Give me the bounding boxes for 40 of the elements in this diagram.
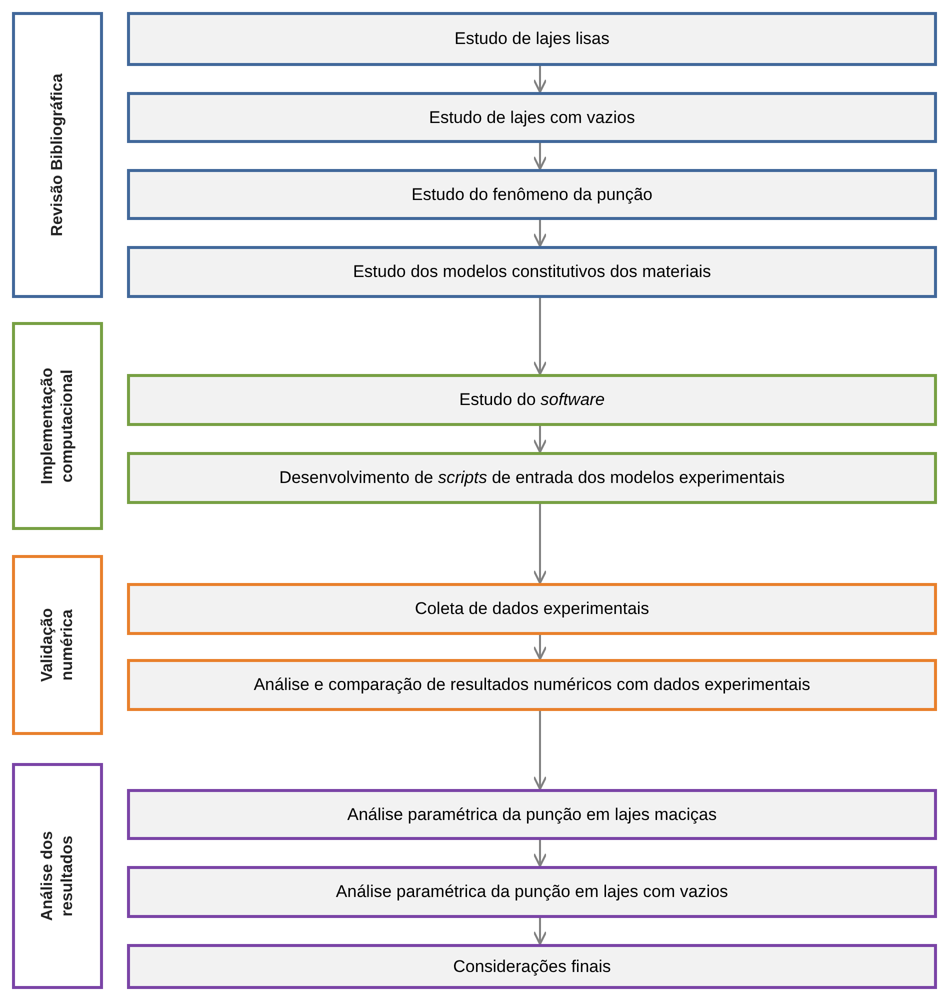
step-label: Coleta de dados experimentais	[414, 598, 650, 620]
phase-label: Validação numérica	[38, 607, 76, 684]
step-label: Estudo do fenômeno da punção	[411, 184, 653, 206]
phase-label: Análise dos resultados	[38, 830, 76, 923]
step-label: Estudo de lajes lisas	[454, 28, 610, 50]
arrow	[533, 298, 547, 375]
phase-box	[12, 322, 103, 530]
arrow	[533, 66, 547, 93]
step-label: Estudo dos modelos constitutivos dos materiais	[352, 261, 712, 284]
step-box	[127, 12, 937, 66]
arrow	[533, 635, 547, 660]
arrow	[533, 220, 547, 247]
step-box	[127, 452, 937, 504]
step-label: Considerações finais	[453, 956, 611, 978]
step-box	[127, 944, 937, 989]
step-label: Estudo do software	[459, 389, 605, 412]
arrow	[533, 426, 547, 453]
step-box	[127, 866, 937, 918]
step-label: Análise paramétrica da punção em lajes maciças	[347, 804, 717, 826]
step-label: Desenvolvimento de scripts de entrada dos modelos experimentais	[279, 467, 785, 490]
arrow	[533, 711, 547, 790]
step-box	[127, 169, 937, 220]
step-box	[127, 374, 937, 426]
step-box	[127, 583, 937, 635]
step-box	[127, 246, 937, 298]
arrow	[533, 504, 547, 584]
arrow	[533, 840, 547, 867]
phase-box	[12, 555, 103, 735]
step-label: Estudo de lajes com vazios	[429, 106, 635, 129]
phase-label: Revisão Bibliográfica	[48, 72, 66, 238]
phase-box	[12, 763, 103, 989]
step-box	[127, 92, 937, 143]
step-box	[127, 659, 937, 711]
phase-box	[12, 12, 103, 298]
arrow	[533, 918, 547, 945]
step-label: Análise e comparação de resultados numéricos com dados experimentais	[254, 674, 810, 696]
arrow	[533, 143, 547, 170]
phase-label: Implementação computacional	[38, 366, 76, 486]
step-label: Análise paramétrica da punção em lajes com vazios	[336, 881, 728, 904]
step-box	[127, 789, 937, 840]
